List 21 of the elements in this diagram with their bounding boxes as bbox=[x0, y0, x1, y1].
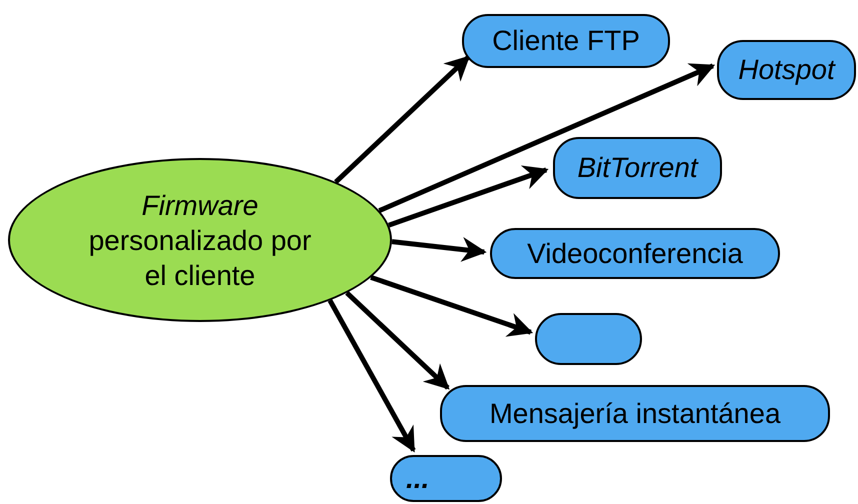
arrow bbox=[388, 166, 549, 228]
node-label: ... bbox=[406, 462, 430, 494]
node-label: BitTorrent bbox=[577, 152, 698, 184]
node-label: Mensajería instantánea bbox=[489, 398, 781, 430]
arrow bbox=[334, 55, 470, 184]
arrow bbox=[378, 63, 716, 213]
node-label: Hotspot bbox=[738, 54, 835, 86]
arrow bbox=[392, 237, 487, 262]
node-label: Firmware personalizado por el cliente bbox=[88, 188, 312, 292]
rounded-node bbox=[717, 40, 856, 100]
rounded-node bbox=[535, 313, 642, 365]
arrow bbox=[370, 274, 534, 337]
node-label: Cliente FTP bbox=[492, 25, 640, 57]
rounded-node bbox=[553, 137, 722, 199]
rounded-node bbox=[440, 385, 830, 442]
arrow bbox=[345, 291, 450, 390]
arrow bbox=[328, 299, 416, 452]
node-label: Videoconferencia bbox=[527, 238, 743, 270]
rounded-node bbox=[390, 455, 502, 502]
rounded-node bbox=[462, 14, 670, 68]
rounded-node bbox=[490, 228, 780, 279]
